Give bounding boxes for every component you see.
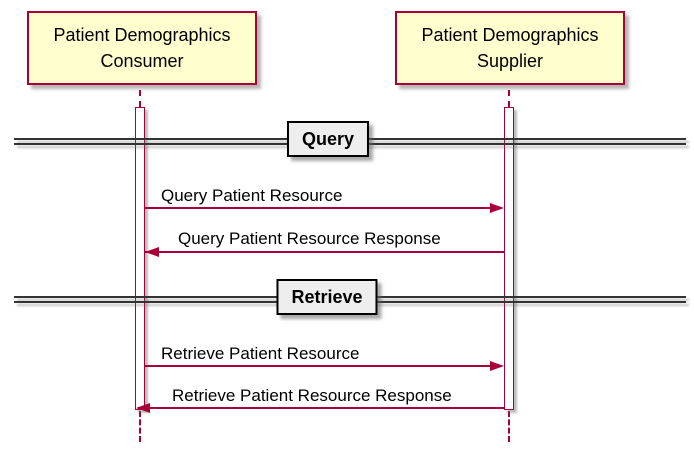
divider-retrieve-label: Retrieve bbox=[291, 287, 363, 307]
message-retrieve-response-line bbox=[138, 407, 504, 409]
lifeline-consumer-top bbox=[139, 90, 141, 107]
participant-supplier-label: Patient Demographics Supplier bbox=[421, 25, 599, 71]
arrowhead-left-icon bbox=[145, 247, 159, 257]
message-retrieve-request-line bbox=[145, 365, 490, 367]
participant-consumer-box: Patient Demographics Consumer bbox=[27, 11, 257, 85]
divider-query-label: Query bbox=[301, 129, 355, 149]
activation-bar-consumer bbox=[135, 107, 145, 410]
arrowhead-right-icon bbox=[490, 361, 504, 371]
participant-consumer-label: Patient Demographics Consumer bbox=[53, 25, 231, 71]
divider-query-box: Query bbox=[286, 121, 370, 157]
message-query-request-line bbox=[145, 207, 490, 209]
lifeline-supplier-top bbox=[508, 90, 510, 107]
arrowhead-right-icon bbox=[490, 203, 504, 213]
message-retrieve-request-label: Retrieve Patient Resource bbox=[161, 344, 360, 363]
divider-retrieve-box: Retrieve bbox=[276, 279, 378, 315]
participant-supplier-box: Patient Demographics Supplier bbox=[395, 11, 625, 85]
message-retrieve-response-label: Retrieve Patient Resource Response bbox=[172, 386, 452, 405]
message-query-response-label: Query Patient Resource Response bbox=[178, 229, 441, 248]
message-query-response-line bbox=[145, 251, 504, 253]
lifeline-supplier-bottom bbox=[508, 411, 510, 442]
activation-bar-supplier bbox=[504, 107, 514, 410]
message-query-request-label: Query Patient Resource bbox=[161, 186, 343, 205]
lifeline-consumer-bottom bbox=[139, 411, 141, 442]
arrowhead-left-icon bbox=[136, 403, 150, 413]
